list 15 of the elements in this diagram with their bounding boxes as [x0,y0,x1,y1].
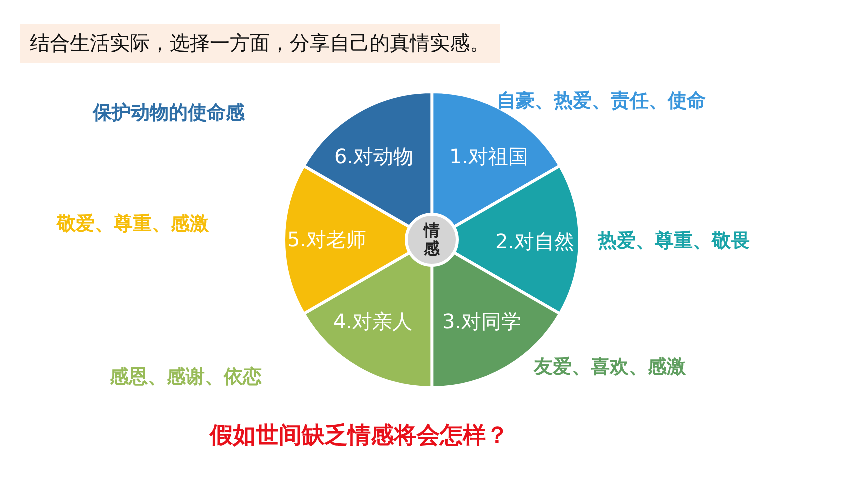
feeling-words: 友爱、喜欢、感激 [534,355,686,380]
center-label: 情感 [424,222,440,258]
feeling-words: 保护动物的使命感 [93,101,245,126]
slice-label: 4.对亲人 [333,308,413,336]
feeling-words: 感恩、感谢、依恋 [110,365,262,390]
feeling-words: 敬爱、尊重、感激 [57,212,209,237]
slice-label: 3.对同学 [442,308,522,336]
question-text: 假如世间缺乏情感将会怎样？ [210,422,509,451]
slice-label: 6.对动物 [334,144,414,170]
feeling-words: 热爱、尊重、敬畏 [598,229,750,254]
slice-label: 2.对自然 [495,228,575,256]
slice-label: 5.对老师 [287,226,367,254]
feeling-words: 自豪、热爱、责任、使命 [497,89,706,114]
slice-label: 1.对祖国 [449,144,529,170]
title-banner: 结合生活实际，选择一方面，分享自己的真情实感。 [20,24,500,63]
